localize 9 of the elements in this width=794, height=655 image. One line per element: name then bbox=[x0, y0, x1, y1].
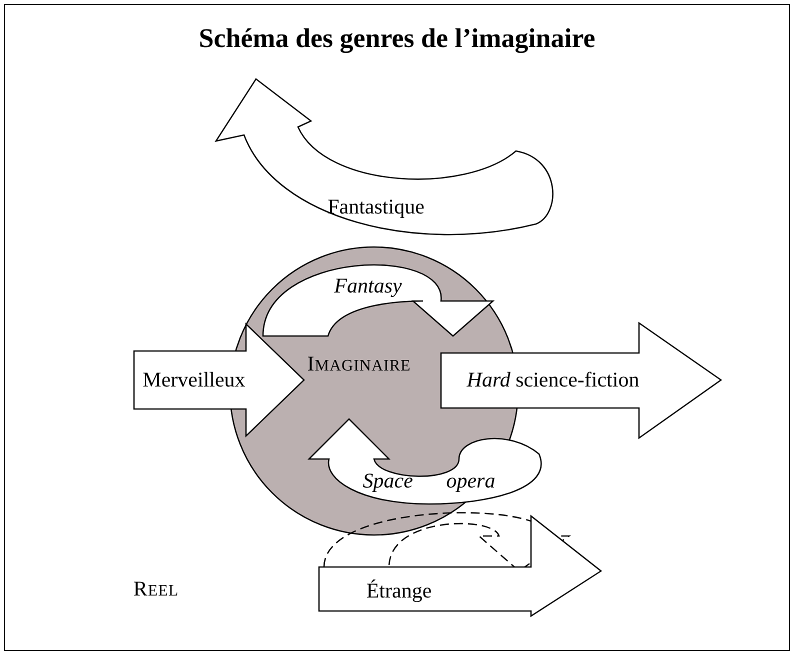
genre-label: Merveilleux bbox=[142, 368, 246, 392]
genre-label: Étrange bbox=[366, 578, 432, 604]
genre-label: Space opera bbox=[362, 468, 496, 494]
region-label: REEL bbox=[133, 576, 179, 602]
genre-label: Fantasy bbox=[334, 274, 402, 298]
genre-label: Hard science-fiction bbox=[466, 368, 640, 392]
genre-label: Fantastique bbox=[328, 194, 424, 220]
genre-label: IMAGINAIRE bbox=[307, 352, 411, 376]
diagram-title: Schéma des genres de l’imaginaire bbox=[198, 23, 596, 54]
